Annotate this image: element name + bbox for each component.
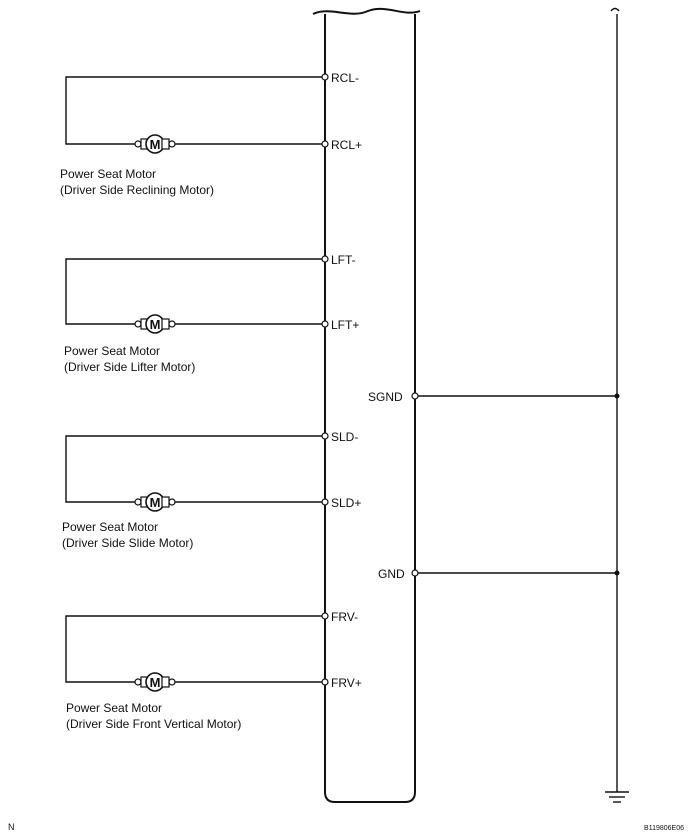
pin-label-lft-plus: LFT+ — [331, 318, 359, 332]
ecu-outline — [312, 7, 421, 803]
motor-circuit-front-vertical: M — [65, 612, 329, 692]
motor-m-label: M — [150, 317, 161, 332]
motor-name: Power Seat Motor — [66, 701, 162, 715]
motor-name: Power Seat Motor — [64, 344, 160, 358]
sgnd-terminal — [411, 392, 419, 400]
motor-symbol: M — [134, 492, 176, 512]
motor-description: (Driver Side Lifter Motor) — [64, 360, 195, 374]
motor-circuit-slide: M — [65, 432, 329, 512]
pin-terminal — [321, 432, 329, 440]
motor-circuit-lifter: M — [65, 255, 329, 334]
gnd-wire — [411, 569, 620, 577]
ground-bus — [605, 7, 629, 803]
motor-m-label: M — [150, 495, 161, 510]
sgnd-junction-dot — [614, 393, 620, 399]
pin-terminal — [321, 255, 329, 263]
pin-label-sld-minus: SLD- — [331, 430, 358, 444]
motor-description: (Driver Side Slide Motor) — [62, 536, 193, 550]
pin-label-lft-minus: LFT- — [331, 253, 356, 267]
motor-symbol: M — [134, 314, 176, 334]
pin-label-gnd: GND — [378, 567, 405, 581]
gnd-junction-dot — [614, 570, 620, 576]
motor-m-label: M — [150, 675, 161, 690]
pin-label-frv-plus: FRV+ — [331, 676, 362, 690]
pin-label-sgnd: SGND — [368, 390, 403, 404]
pin-terminal — [321, 498, 329, 506]
pin-label-sld-plus: SLD+ — [331, 496, 361, 510]
motor-name: Power Seat Motor — [60, 167, 156, 181]
pin-label-rcl-minus: RCL- — [331, 71, 359, 85]
pin-terminal — [321, 73, 329, 81]
pin-label-rcl-plus: RCL+ — [331, 138, 362, 152]
gnd-terminal — [411, 569, 419, 577]
motor-circuit-reclining: M — [65, 73, 329, 154]
pin-terminal — [321, 140, 329, 148]
figure-id: B119806E06 — [644, 825, 684, 832]
pin-terminal — [321, 678, 329, 686]
motor-description: (Driver Side Reclining Motor) — [60, 183, 214, 197]
pin-label-frv-minus: FRV- — [331, 610, 358, 624]
motor-m-label: M — [150, 137, 161, 152]
motor-name: Power Seat Motor — [62, 520, 158, 534]
motor-description: (Driver Side Front Vertical Motor) — [66, 717, 241, 731]
sgnd-wire — [411, 392, 620, 400]
motor-symbol: M — [134, 672, 176, 692]
pin-terminal — [321, 320, 329, 328]
pin-terminal — [321, 612, 329, 620]
corner-mark-left: N — [8, 822, 15, 832]
motor-symbol: M — [134, 134, 176, 154]
